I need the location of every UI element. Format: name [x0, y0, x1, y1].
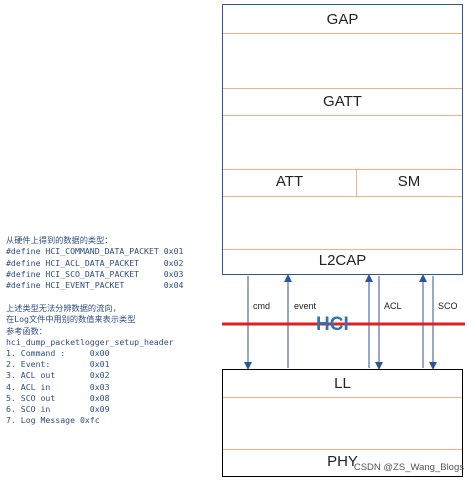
divider [223, 449, 462, 450]
note-line: 在Log文件中用别的数值来表示类型 [6, 314, 136, 325]
host-stack-box: GAP GATT ATT SM L2CAP [222, 4, 463, 275]
hci-label: HCI [316, 314, 349, 335]
note-line: 4. ACL in 0x03 [6, 381, 110, 392]
note-line: #define HCI_SCO_DATA_PACKET 0x03 [6, 268, 184, 279]
note-line: 上述类型无法分辨数据的流向， [6, 303, 121, 314]
packet-type-notes: 从硬件上得到的数据的类型：#define HCI_COMMAND_DATA_PA… [6, 224, 183, 302]
note-line: 从硬件上得到的数据的类型： [6, 235, 113, 246]
note-line: 2. Event: 0x01 [6, 359, 110, 370]
note-line: hci_dump_packetlogger_setup_header [6, 336, 174, 347]
cmd-label: cmd [253, 301, 271, 311]
gatt-layer-label: GATT [323, 93, 362, 110]
sm-layer-label: SM [397, 173, 421, 190]
att-layer-label: ATT [275, 173, 304, 190]
ll-layer-label: LL [334, 375, 351, 392]
log-type-notes: 上述类型无法分辨数据的流向，在Log文件中用别的数值来表示类型参考函数：hci_… [6, 292, 174, 438]
event-label: event [294, 301, 317, 311]
watermark: CSDN @ZS_Wang_Blogs [353, 462, 464, 473]
note-line: #define HCI_COMMAND_DATA_PACKET 0x01 [6, 246, 184, 257]
gap-layer-label: GAP [326, 11, 359, 28]
divider [223, 88, 462, 89]
l2cap-layer-label: L2CAP [318, 252, 367, 269]
divider [223, 33, 462, 34]
divider [223, 249, 462, 250]
note-line: 参考函数： [6, 325, 47, 336]
divider [223, 397, 462, 398]
sco-label: SCO [438, 301, 458, 311]
note-line: #define HCI_EVENT_PACKET 0x04 [6, 280, 184, 291]
note-line: #define HCI_ACL_DATA_PACKET 0x02 [6, 257, 184, 268]
controller-stack-box: LL PHY [222, 369, 463, 477]
divider [223, 169, 462, 170]
phy-layer-label: PHY [327, 453, 358, 470]
acl-label: ACL [384, 301, 402, 311]
note-line: 5. SCO out 0x08 [6, 392, 110, 403]
divider [223, 196, 462, 197]
att-sm-divider [356, 169, 357, 196]
divider [223, 115, 462, 116]
note-line: 7. Log Message 0xfc [6, 415, 100, 426]
note-line: 1. Command : 0x00 [6, 348, 110, 359]
note-line: 3. ACL out 0x02 [6, 370, 110, 381]
note-line: 6. SCO in 0x09 [6, 404, 110, 415]
